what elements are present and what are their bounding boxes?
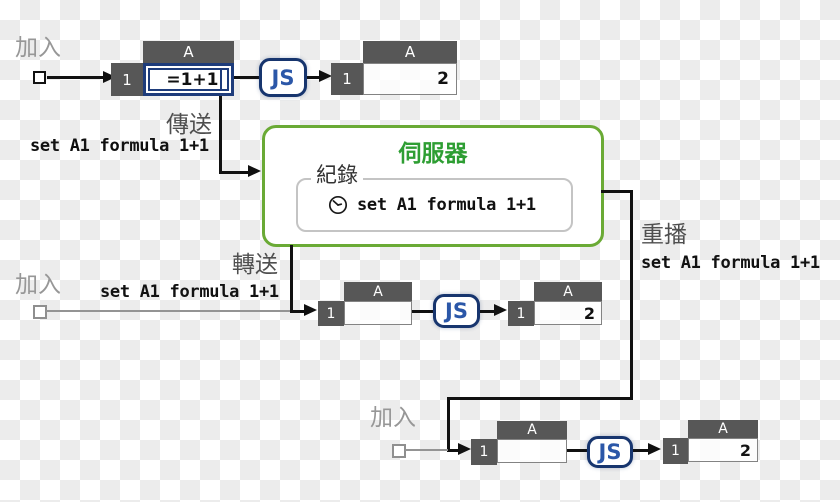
connector-replay-h1 [601,190,632,193]
connector-replay-v2 [447,397,450,452]
cell-a1-result: 2 [688,438,758,462]
replay-label: 重播 [641,222,687,248]
arrowhead-result-top [319,70,332,82]
arrowhead-replay [458,443,471,455]
connector-forward-vertical [290,245,293,312]
text-cursor [219,69,222,90]
row-header: 1 [471,439,497,465]
connector-replay-h2 [447,397,633,400]
cell-value: 2 [739,440,751,460]
connector-sheet-to-js-mid [412,310,433,313]
cell-a1-empty [344,301,412,325]
join-label-top: 加入 [15,35,61,61]
clock-icon [328,195,348,215]
server-title: 伺服器 [398,141,468,167]
sheet-result-top: A 1 2 [331,41,457,95]
connector-forward-horizontal [290,310,305,313]
arrowhead-forward [304,304,317,316]
connector-send-horizontal [219,171,249,174]
js-engine-badge-bottom: JS [587,436,633,468]
connector-replay-h3 [447,449,459,452]
connector-join-mid [46,310,290,312]
server-box: 伺服器 set A1 formula 1+1 紀錄 [262,125,604,247]
column-header: A [143,41,234,63]
cell-a1-empty [497,439,567,463]
connector-sheet-to-js-top [234,76,259,79]
js-badge-label: JS [271,65,295,90]
js-badge-label: JS [598,440,622,464]
arrowhead-result-bottom [648,443,661,455]
row-header: 1 [331,63,363,95]
send-command-text: set A1 formula 1+1 [30,136,209,156]
forward-label: 轉送 [232,252,278,278]
connector-send-vertical [219,96,222,174]
column-header: A [363,41,457,63]
arrowhead-send [248,165,261,177]
column-header: A [534,282,602,301]
sheet-input-bottom: A 1 [471,421,567,465]
js-engine-badge-top: JS [259,58,307,97]
column-header: A [344,282,412,301]
log-box: set A1 formula 1+1 [296,178,573,232]
client-node-square-bottom [392,444,406,458]
js-badge-label: JS [445,299,468,323]
connector-replay-v1 [630,190,633,400]
sheet-editor-input: A 1 =1+1 [111,41,234,96]
cell-value: 2 [437,69,449,89]
row-header: 1 [318,301,344,326]
cell-a1-editing: =1+1 [143,63,234,96]
sheet-result-bottom: A 1 2 [663,420,758,464]
cell-value: =1+1 [166,69,219,90]
connector-sheet-to-js-bottom [567,449,587,452]
connector-js-to-sheet-bottom [633,449,649,452]
forward-command-text: set A1 formula 1+1 [100,282,279,302]
connector-js-to-sheet-mid [480,310,495,313]
client-node-square-top [33,71,46,84]
join-label-mid: 加入 [15,272,61,298]
log-entry-text: set A1 formula 1+1 [357,195,536,215]
connector-join-top [47,76,104,79]
row-header: 1 [111,63,143,96]
row-header: 1 [663,438,688,464]
js-engine-badge-mid: JS [433,294,480,328]
arrowhead-result-mid [494,304,507,316]
sheet-result-mid: A 1 2 [508,282,602,326]
join-label-bottom: 加入 [370,405,416,431]
cell-value: 2 [583,303,595,323]
client-node-square-mid [33,305,47,319]
connector-join-bottom [405,449,448,451]
connector-js-to-sheet-top [307,76,320,79]
sheet-input-mid: A 1 [318,282,412,326]
send-label: 傳送 [166,112,212,138]
column-header: A [497,421,567,439]
replay-command-text: set A1 formula 1+1 [641,253,820,273]
cell-a1-result: 2 [534,301,602,325]
row-header: 1 [508,301,534,326]
log-label: 紀錄 [311,163,363,188]
column-header: A [688,420,758,438]
cell-a1-result: 2 [363,63,457,95]
